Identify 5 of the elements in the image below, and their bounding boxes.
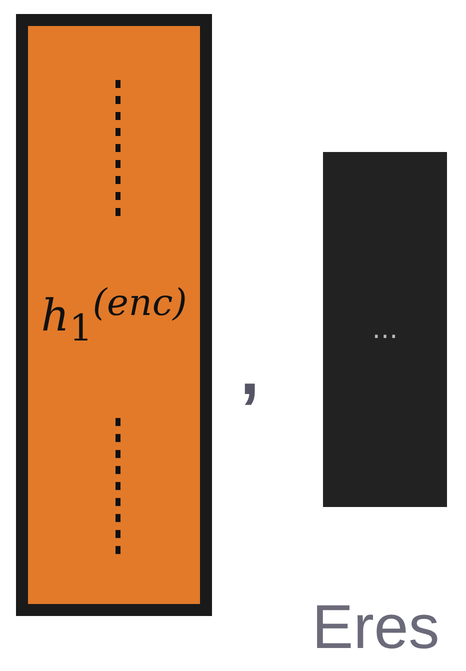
comma: ,: [240, 330, 260, 410]
vector-box: [323, 152, 447, 507]
ellipsis: …: [372, 314, 398, 344]
caption-text: Eres: [312, 592, 440, 663]
vector-box: [16, 14, 212, 616]
